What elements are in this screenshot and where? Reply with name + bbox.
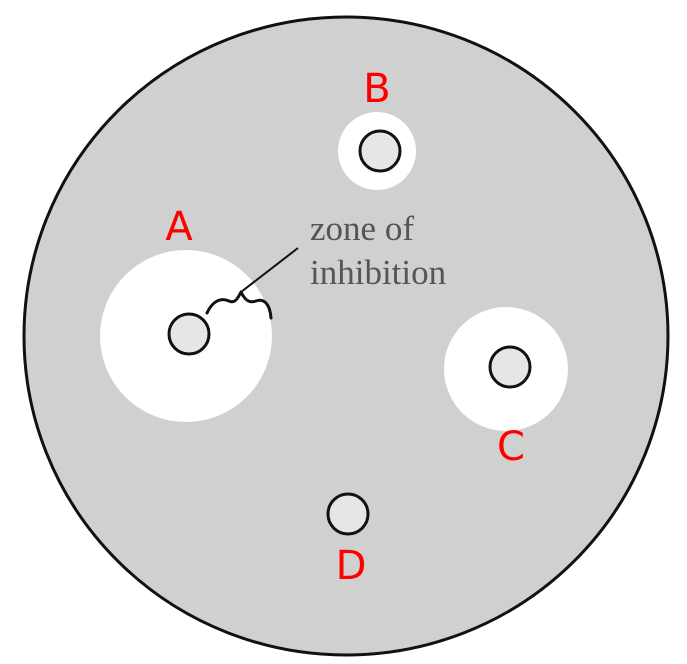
disc-c <box>488 345 532 389</box>
disc-label-b: B <box>363 66 390 112</box>
disc-label-d: D <box>336 543 367 589</box>
disc-label-a: A <box>165 204 193 250</box>
petri-plate <box>22 15 670 657</box>
disc-label-c: C <box>497 424 525 470</box>
disc-b <box>358 129 402 173</box>
disc-a <box>167 312 211 356</box>
annotation-line-1: zone of <box>310 209 414 248</box>
annotation-line-2: inhibition <box>310 253 446 292</box>
disc-d <box>326 492 370 536</box>
annotation-leader-line <box>240 247 299 293</box>
